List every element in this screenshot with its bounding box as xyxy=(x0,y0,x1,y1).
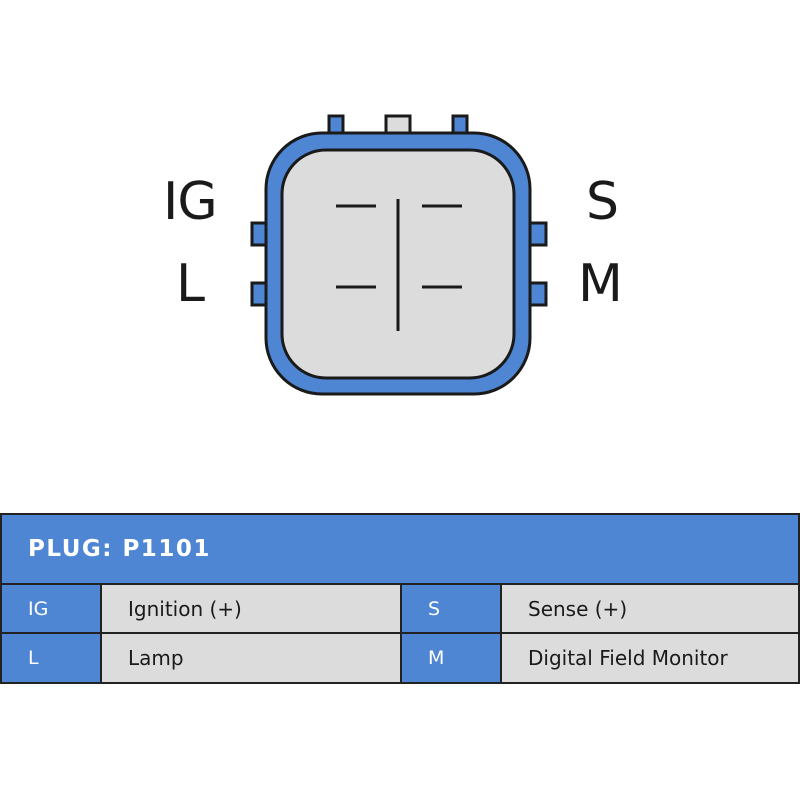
pin-label-ig: IG xyxy=(163,172,218,232)
pin-marks xyxy=(336,199,462,331)
plug-title: PLUG: P1101 xyxy=(28,536,211,562)
table-cell-code: M xyxy=(402,634,500,682)
connector-diagram: IG L S M xyxy=(163,114,623,396)
table-cell-code: IG xyxy=(2,585,100,632)
pin-label-m: M xyxy=(578,254,623,314)
pin-label-s: S xyxy=(586,172,619,232)
plug-table: PLUG: P1101 IG Ignition (+) S Sense (+) … xyxy=(0,513,800,684)
plug-table-header: PLUG: P1101 xyxy=(2,515,798,583)
connector-drawing xyxy=(250,114,548,396)
pin-label-l: L xyxy=(176,254,205,314)
table-cell-description: Digital Field Monitor xyxy=(502,634,798,682)
table-cell-description: Ignition (+) xyxy=(102,585,400,632)
table-cell-code: S xyxy=(402,585,500,632)
table-cell-description: Sense (+) xyxy=(502,585,798,632)
table-cell-description: Lamp xyxy=(102,634,400,682)
table-cell-code: L xyxy=(2,634,100,682)
